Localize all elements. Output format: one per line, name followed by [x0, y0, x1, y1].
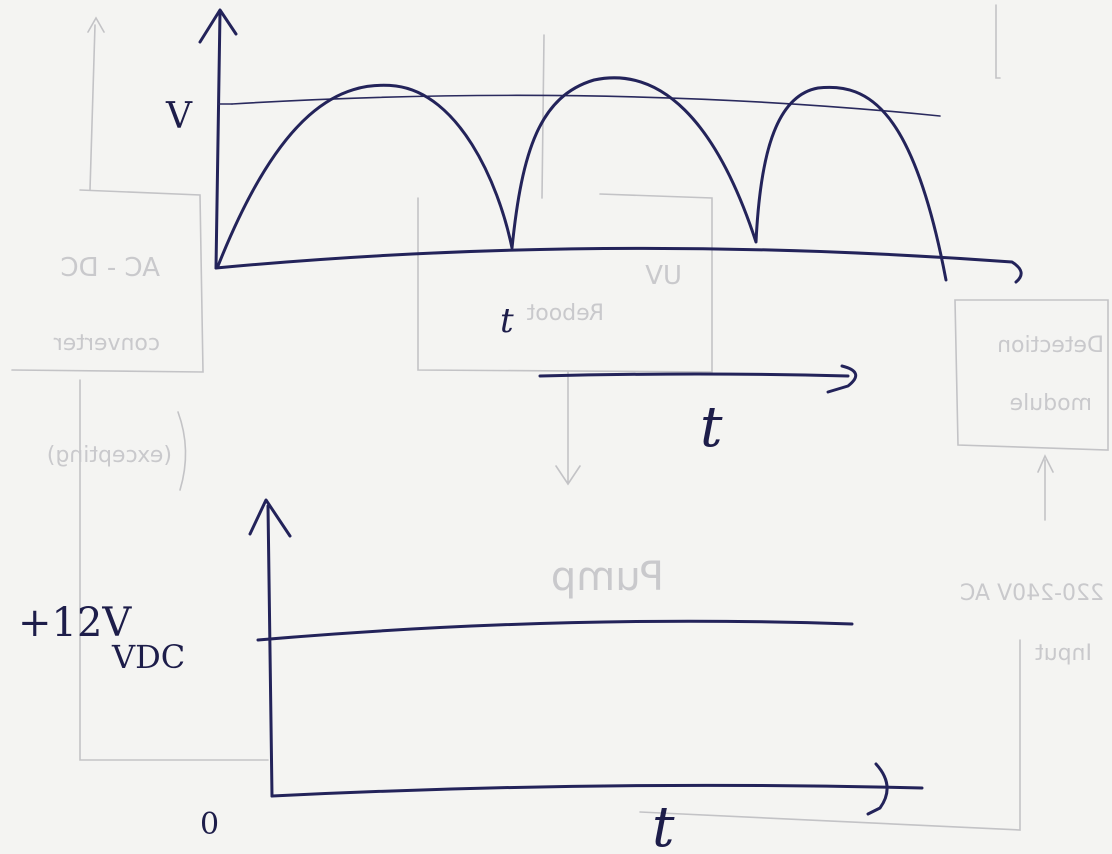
top-y-axis [214, 10, 222, 270]
bottom-origin-label: 0 [200, 807, 219, 842]
middle-x-axis-arrowhead [826, 364, 858, 394]
ghost-text-reboot: Reboot [526, 301, 604, 326]
bottom-voltage-label: +12V [18, 600, 132, 646]
top-y-label: V [165, 96, 193, 137]
ghost-paren [177, 411, 187, 491]
bottom-y-axis-arrowhead [248, 498, 292, 538]
ghost-text-acdc: AC - DC [60, 253, 160, 283]
top-graph: V t [165, 8, 1023, 341]
bleed-through-layer: AC - DC converter (excepting) UV Reboot … [11, 4, 1109, 831]
middle-x-label: t [700, 395, 723, 460]
bottom-y-axis [266, 504, 274, 798]
top-peak-reference-line [231, 94, 941, 117]
ghost-text-converter: converter [53, 331, 160, 356]
ghost-frame-bottom [79, 379, 1021, 831]
ghost-text-pump: Pump [551, 554, 664, 600]
middle-graph: t [538, 364, 858, 460]
top-waveform [216, 76, 948, 282]
ghost-arrow-up-3 [1037, 454, 1054, 521]
bottom-x-axis [270, 783, 924, 798]
ghost-frame-top [995, 4, 1001, 79]
ghost-text-ac-input: 220-240V AC [960, 581, 1104, 606]
ghost-text-module: module [1010, 391, 1092, 416]
ghost-text-excepting: (excepting) [47, 443, 172, 468]
bottom-x-axis-arrowhead [866, 762, 889, 816]
ghost-frame-left [11, 189, 204, 373]
bottom-graph: +12V VDC 0 t [18, 498, 924, 854]
ghost-frame-mid [417, 193, 713, 373]
top-x-axis [214, 246, 1023, 284]
top-x-label: t [500, 301, 514, 341]
bottom-x-label: t [652, 795, 675, 854]
ghost-arrow-up-2 [541, 34, 545, 199]
ghost-arrow-down [555, 371, 581, 486]
ghost-text-uv: UV [645, 261, 682, 291]
middle-x-axis [538, 372, 850, 378]
bottom-dc-level-line [256, 619, 854, 642]
ghost-text-detection: Detection [997, 333, 1104, 358]
bottom-vdc-label: VDC [111, 638, 185, 676]
ghost-text-input: Input [1035, 641, 1092, 666]
top-y-axis-arrowhead [198, 8, 238, 44]
ghost-frame-right [954, 299, 1109, 451]
ghost-arrow-up-1 [87, 16, 105, 191]
